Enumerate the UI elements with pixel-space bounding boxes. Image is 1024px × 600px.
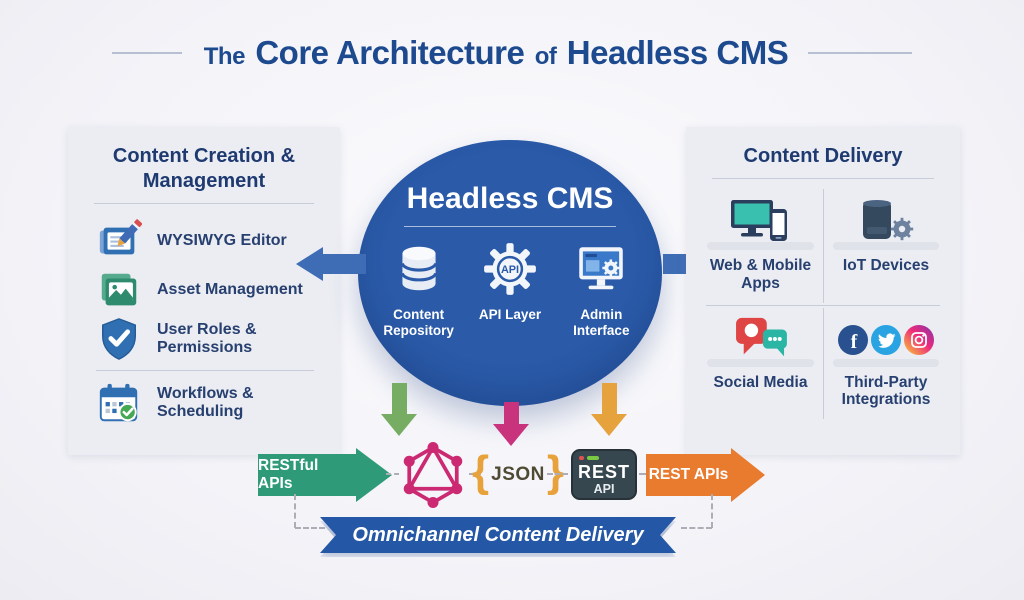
list-item-wysiwyg-editor: WYSIWYG Editor (96, 216, 340, 265)
module-label: Admin Interface (573, 307, 630, 338)
down-arrow-green-body (392, 383, 407, 414)
flow-dash-1 (386, 473, 399, 475)
headless-cms-core: Headless CMS Content Repository (358, 140, 662, 406)
list-item-web-mobile: Web & Mobile Apps (698, 189, 823, 303)
drop-dash-right-vertical (711, 494, 713, 528)
workflows-calendar-icon (99, 383, 138, 421)
svg-text:f: f (851, 331, 858, 353)
user-roles-shield-icon (101, 317, 137, 360)
left-arrowhead (296, 247, 323, 281)
list-item-social-media: Social Media (698, 308, 823, 420)
content-creation-panel: Content Creation & Management (68, 127, 340, 455)
rest-box-line2: API (593, 482, 615, 496)
drop-dash-left-vertical (294, 494, 296, 528)
right-panel-grid: Web & Mobile Apps I (686, 179, 960, 420)
module-label: API Layer (478, 307, 542, 322)
left-panel-title: Content Creation & Management (112, 145, 296, 192)
module-api-layer: API API Layer (471, 240, 548, 338)
instagram-icon (904, 324, 934, 355)
json-open-brace: { (472, 447, 490, 496)
list-item-label: Web & Mobile Apps (709, 257, 812, 292)
list-item-label: WYSIWYG Editor (157, 231, 287, 249)
list-item-asset-management: Asset Management (96, 265, 340, 314)
omnichannel-ribbon: Omnichannel Content Delivery (320, 517, 676, 553)
core-title: Headless CMS (406, 182, 614, 215)
restful-apis-arrowhead (356, 448, 392, 502)
flow-dash-2 (469, 473, 481, 475)
list-item-workflows: Workflows & Scheduling (96, 378, 340, 427)
json-close-brace: } (546, 447, 564, 496)
core-divider (404, 226, 616, 227)
facebook-icon: f (838, 324, 868, 355)
api-badge-text: API (501, 264, 519, 276)
list-item-user-roles: User Roles & Permissions (96, 314, 340, 363)
right-panel-row-divider (706, 304, 940, 306)
title-suffix: Headless CMS (566, 34, 789, 71)
terminal-green-dot (587, 456, 599, 460)
title-connector: of (534, 43, 557, 70)
rest-apis-arrow: REST APIs (646, 454, 731, 496)
down-arrow-orange-body (602, 383, 617, 414)
list-item-label: Social Media (713, 373, 808, 391)
down-arrow-orange-head (591, 414, 627, 436)
title-row: The Core Architecture of Headless CMS (0, 34, 1024, 72)
title-prefix: The (203, 43, 246, 70)
twitter-icon (871, 324, 901, 355)
json-label: JSON (491, 464, 545, 485)
left-panel-divider (94, 203, 314, 204)
restful-apis-arrow: RESTful APIs (258, 454, 356, 496)
social-chat-icon (735, 317, 787, 356)
left-panel-item-divider (96, 370, 314, 371)
title-main: Core Architecture (255, 34, 525, 71)
icon-shelf (707, 242, 814, 250)
right-panel-title: Content Delivery (743, 145, 903, 167)
database-icon (400, 246, 437, 291)
down-arrow-pink-body (504, 402, 519, 424)
content-delivery-panel: Content Delivery Web & Mobile Apps (686, 127, 960, 455)
right-panel-divider (712, 178, 934, 179)
page-title: The Core Architecture of Headless CMS (202, 34, 789, 72)
flow-dash-4 (639, 473, 646, 475)
iot-speaker-icon (863, 200, 914, 241)
list-item-label: Third-Party Integrations (841, 373, 931, 409)
module-admin-interface: Admin Interface (563, 240, 640, 338)
left-arrow-body (322, 254, 366, 274)
module-content-repository: Content Repository (380, 240, 457, 338)
list-item-label: Workflows & Scheduling (157, 384, 254, 420)
list-item-label: User Roles & Permissions (157, 320, 257, 356)
rest-apis-label: REST APIs (648, 466, 729, 483)
list-item-iot-devices: IoT Devices (823, 189, 948, 303)
down-arrow-pink-head (493, 424, 529, 446)
list-item-label: IoT Devices (842, 257, 930, 274)
ribbon-label: Omnichannel Content Delivery (352, 523, 644, 546)
rest-api-terminal: REST API (571, 449, 637, 500)
asset-management-icon (101, 273, 137, 305)
facebook-twitter-instagram-icons: f (838, 316, 934, 364)
down-arrow-green-head (381, 414, 417, 436)
api-gear-icon: API (484, 243, 536, 295)
module-label: Content Repository (383, 307, 454, 338)
wysiwyg-editor-icon (99, 218, 142, 254)
icon-shelf (833, 358, 939, 367)
icon-shelf (707, 358, 814, 367)
admin-monitor-icon (579, 247, 624, 290)
rest-apis-arrowhead (731, 448, 765, 502)
title-rule-right (808, 52, 913, 54)
terminal-red-dot (579, 456, 584, 460)
graphql-icon (403, 442, 463, 508)
left-panel-items: WYSIWYG Editor Asset Management User Rol… (68, 204, 340, 427)
restful-apis-label: RESTful APIs (258, 457, 319, 492)
core-modules: Content Repository (358, 240, 662, 338)
title-rule-left (111, 52, 182, 54)
drop-dash-right-horizontal (681, 527, 712, 529)
icon-shelf (833, 242, 939, 250)
web-mobile-icon (730, 200, 787, 241)
flow-dash-3 (547, 473, 568, 475)
json-icon: { JSON } (472, 448, 564, 502)
drop-dash-left-horizontal (295, 527, 325, 529)
list-item-third-party: f Third (823, 307, 948, 420)
rest-box-line1: REST (577, 462, 630, 482)
list-item-label: Asset Management (157, 280, 303, 298)
